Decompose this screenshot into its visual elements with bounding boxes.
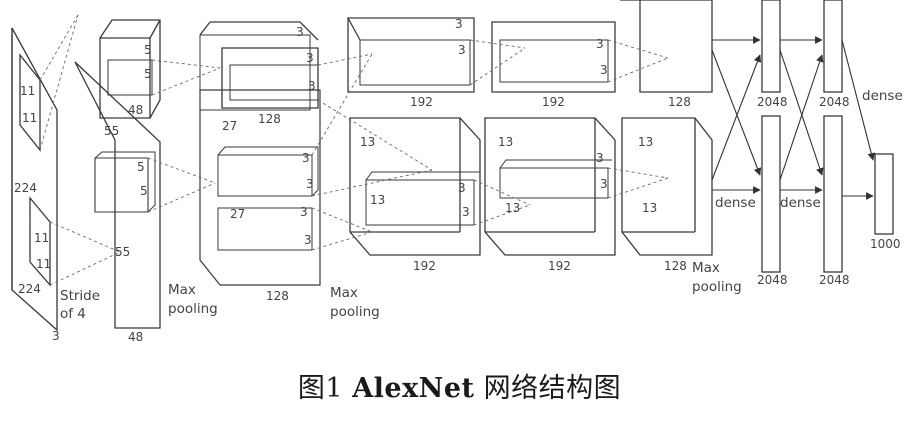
fc2-bottom <box>823 115 843 273</box>
conv2-size-b-label: 27 <box>230 207 245 221</box>
conv3-kernel-b2-label: 3 <box>462 205 470 219</box>
conv1-kernel-label: 5 <box>144 43 152 57</box>
pool2-label-2: pooling <box>330 304 380 320</box>
pool1-label-2: pooling <box>168 301 218 317</box>
dense3-label: dense <box>862 88 903 104</box>
pool3-label-2: pooling <box>692 279 742 295</box>
conv5-size2-label: 13 <box>642 201 657 215</box>
conv1-size-label: 55 <box>104 124 119 138</box>
stride-label-2: of 4 <box>60 306 86 322</box>
fc2-units-b-label: 2048 <box>819 273 850 287</box>
conv4-size-label: 13 <box>498 135 513 149</box>
conv2-kernel-b-label: 3 <box>302 151 310 165</box>
caption-model: AlexNet <box>352 373 475 404</box>
conv3-kernel-b-label: 3 <box>458 181 466 195</box>
receptive-field-lines <box>39 14 669 286</box>
conv2-depth-label: 128 <box>258 112 281 126</box>
conv1-kernel-b-label: 5 <box>137 160 145 174</box>
conv4-depth-b-label: 192 <box>548 259 571 273</box>
conv3-size-label: 13 <box>360 135 375 149</box>
conv2-kernel-b2-label: 3 <box>306 177 314 191</box>
conv5-bottom-volume <box>621 117 713 256</box>
conv3-size2-label: 13 <box>370 193 385 207</box>
conv3-kernel2-label: 3 <box>458 43 466 57</box>
output-units-label: 1000 <box>870 237 901 251</box>
dense2-label: dense <box>780 195 821 211</box>
figure-caption: 图1 AlexNet 网络结构图 <box>0 366 919 405</box>
conv4-kernel-b2-label: 3 <box>600 177 608 191</box>
conv3-bottom-volume <box>349 117 481 256</box>
pool2-label-1: Max <box>330 285 358 301</box>
conv5-size-label: 13 <box>638 135 653 149</box>
conv3-depth-label: 192 <box>410 95 433 109</box>
conv2-depth-b-label: 128 <box>266 289 289 303</box>
conv5-depth-label: 128 <box>668 95 691 109</box>
input-depth-label: 3 <box>52 329 60 343</box>
dense-connections <box>711 36 875 200</box>
input-height-label: 224 <box>14 181 37 195</box>
pool3-label-1: Max <box>692 260 720 276</box>
conv5-top-volume <box>620 0 713 93</box>
fc1-units-label: 2048 <box>757 95 788 109</box>
fc1-bottom <box>761 115 781 273</box>
fc1-top <box>761 0 781 93</box>
dense1-label: dense <box>715 195 756 211</box>
output-column <box>874 153 894 235</box>
alexnet-architecture-diagram: 11 11 224 11 11 224 3 Stride of 4 5 5 48… <box>11 0 903 344</box>
input-kernel-w-lower: 11 <box>36 257 51 271</box>
conv4-depth-label: 192 <box>542 95 565 109</box>
conv3-kernel-label: 3 <box>455 17 463 31</box>
input-width-label: 224 <box>18 282 41 296</box>
conv2-kernel2-label: 3 <box>306 51 314 65</box>
conv3-depth-b-label: 192 <box>413 259 436 273</box>
conv1-depth-b-label: 48 <box>128 330 143 344</box>
pool1-label-1: Max <box>168 282 196 298</box>
conv1-kernel2-label: 5 <box>144 67 152 81</box>
caption-suffix: 网络结构图 <box>483 373 622 404</box>
conv4-kernel-label: 3 <box>596 37 604 51</box>
conv2-kernel-label: 3 <box>296 25 304 39</box>
conv1-depth-label: 48 <box>128 103 143 117</box>
conv4-kernel-b-label: 3 <box>596 151 604 165</box>
conv4-kernel2-label: 3 <box>600 63 608 77</box>
input-kernel-h-lower: 11 <box>34 231 49 245</box>
conv2-size-label: 27 <box>222 119 237 133</box>
input-volume <box>11 27 58 332</box>
fc2-units-label: 2048 <box>819 95 850 109</box>
input-kernel <box>19 53 41 152</box>
conv2-kernel-b4-label: 3 <box>304 233 312 247</box>
input-kernel-h-label: 11 <box>20 84 35 98</box>
conv2-top-volume <box>199 21 319 111</box>
conv1-kernel-b2-label: 5 <box>140 184 148 198</box>
stride-label-1: Stride <box>60 288 100 304</box>
fc1-units-b-label: 2048 <box>757 273 788 287</box>
conv2-kernel-b3-label: 3 <box>300 205 308 219</box>
conv4-bottom-volume <box>484 117 616 256</box>
conv5-depth-b-label: 128 <box>664 259 687 273</box>
conv1-size2-label: 55 <box>115 245 130 259</box>
conv4-size2-label: 13 <box>505 201 520 215</box>
fc2-top <box>823 0 843 93</box>
input-kernel-w-label: 11 <box>22 111 37 125</box>
conv4-top-volume <box>491 21 616 93</box>
caption-prefix: 图1 <box>297 373 344 404</box>
conv2-kernel3-label: 3 <box>308 79 316 93</box>
